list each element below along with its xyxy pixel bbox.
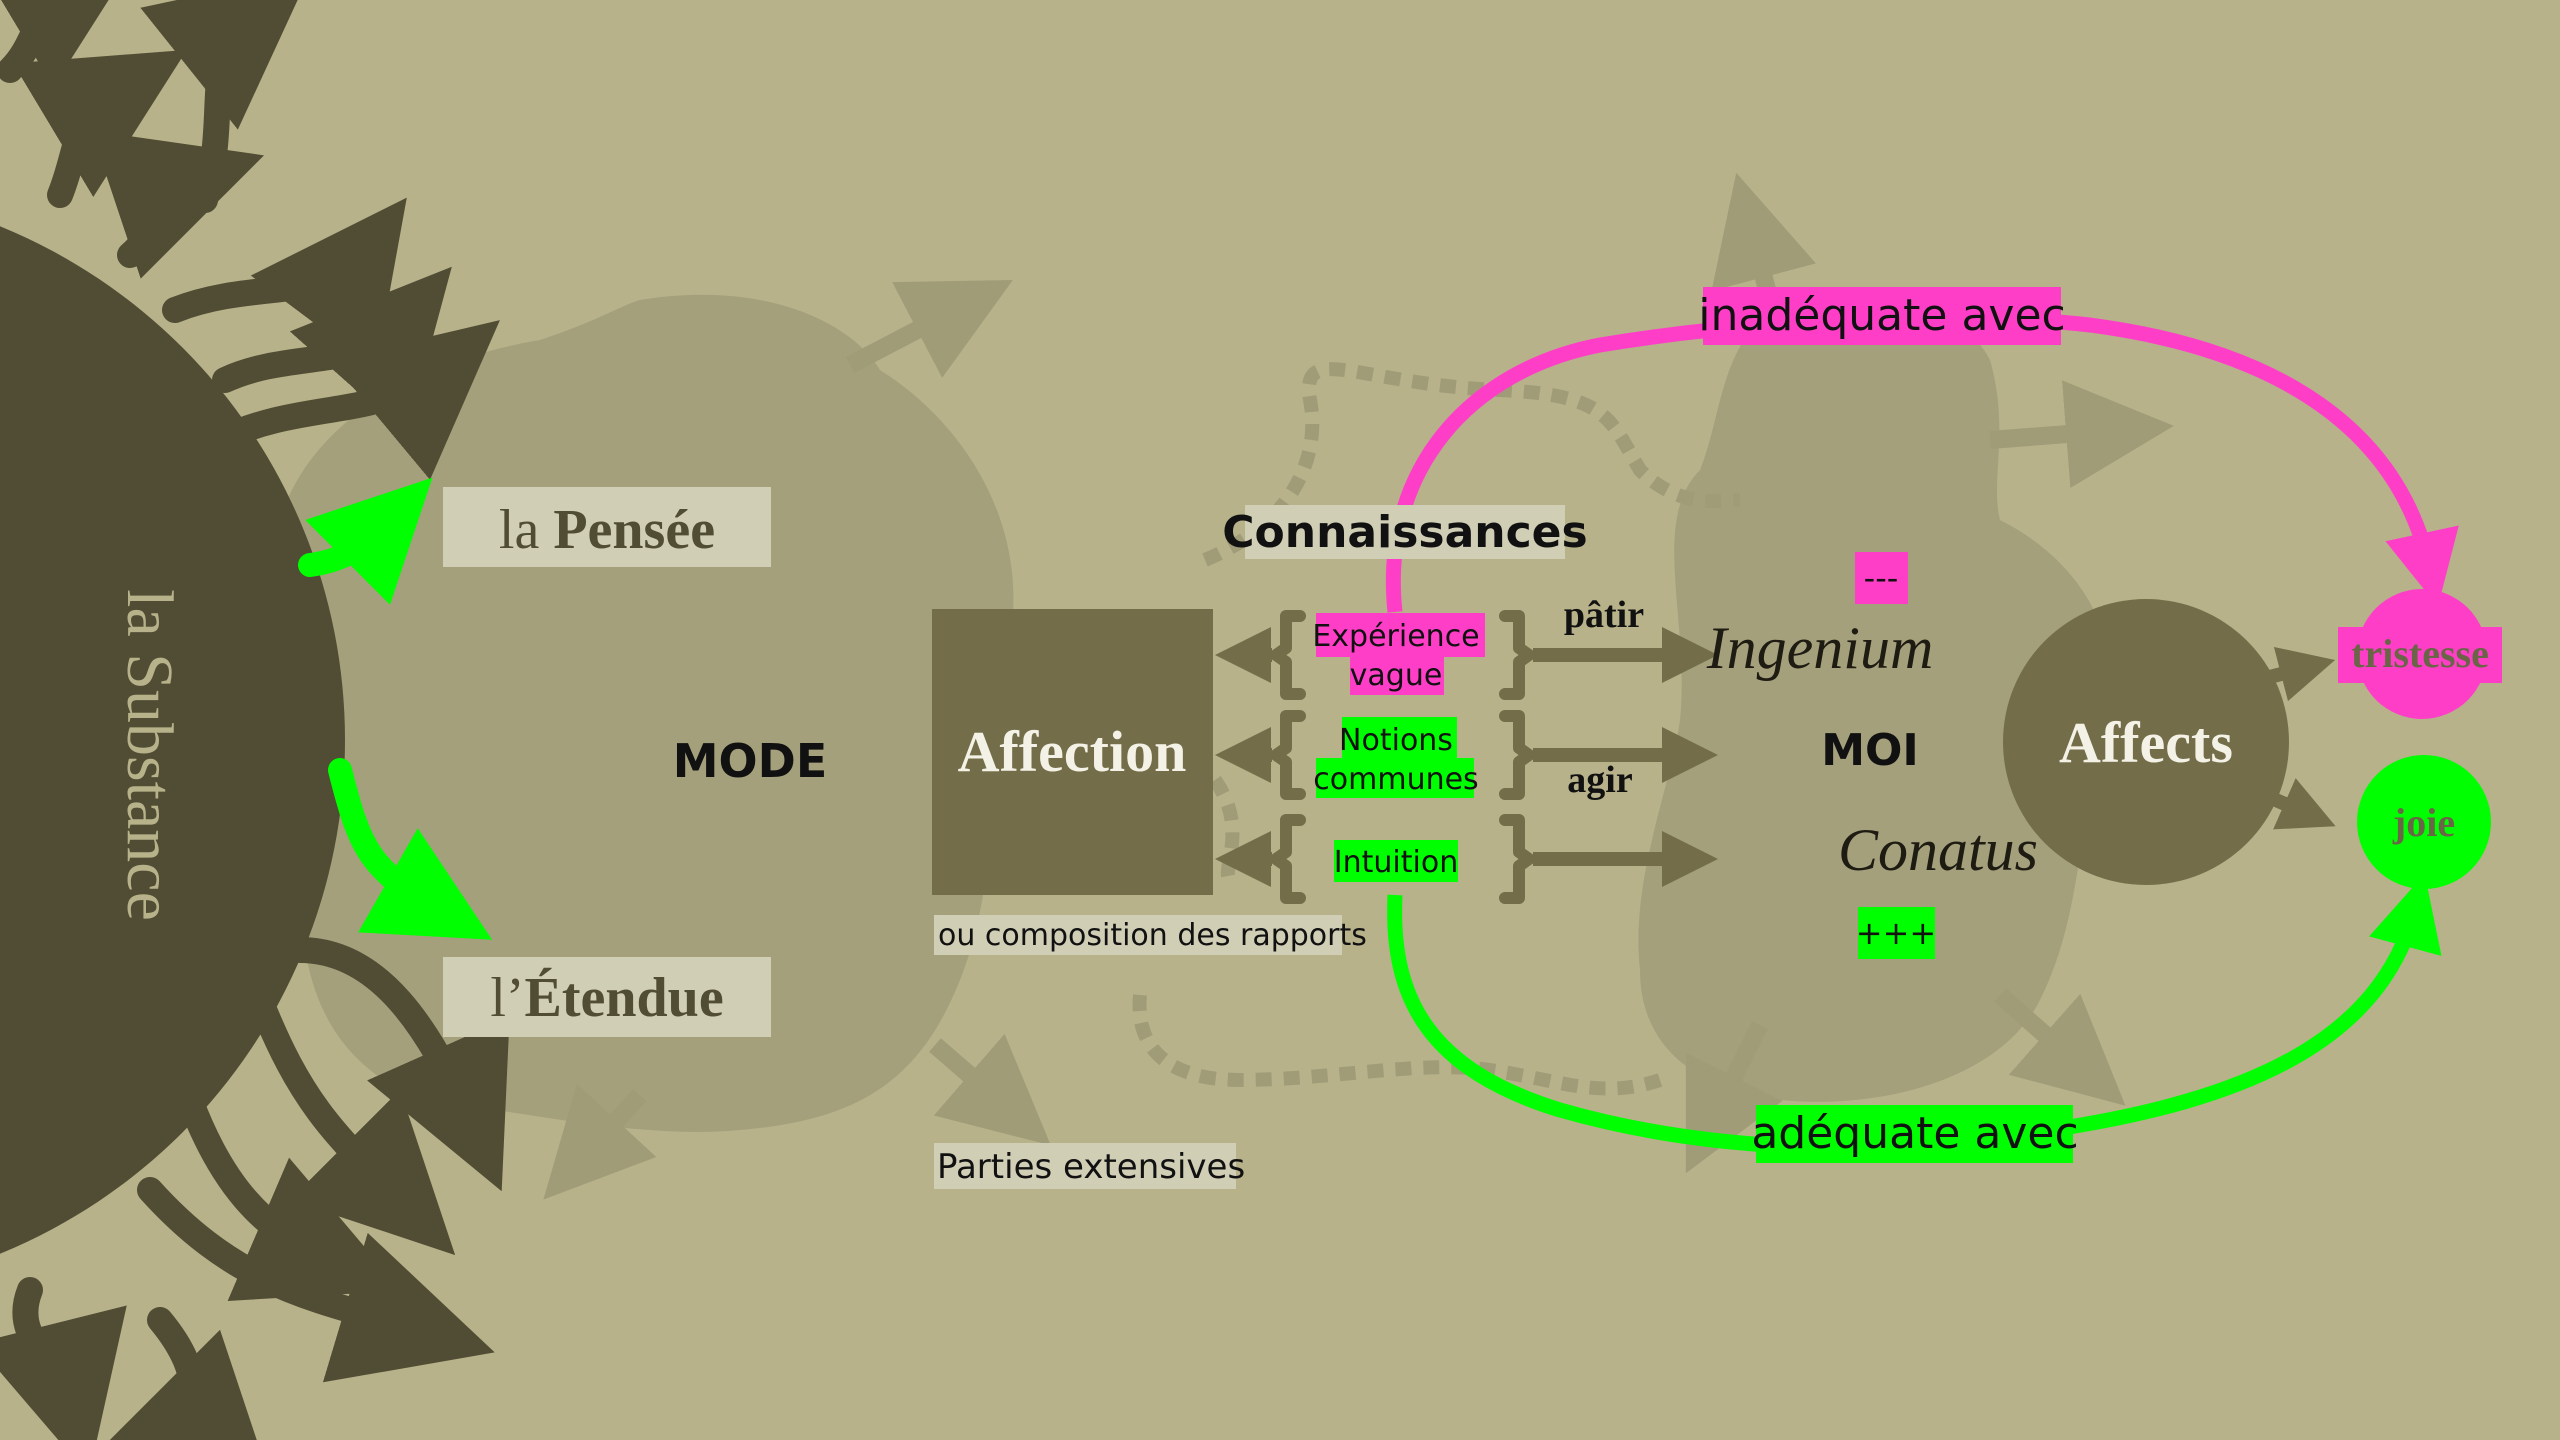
attribute-arrows — [298, 477, 493, 940]
adequate-text: adéquate avec — [1751, 1108, 2078, 1159]
svg-text:l’Étendue: l’Étendue — [490, 967, 723, 1029]
etendue-prefix: l’ — [490, 967, 524, 1029]
moi-blob — [1638, 172, 2174, 1174]
connaissances-title: Connaissances — [1222, 505, 1588, 559]
etendue-main: Étendue — [525, 967, 724, 1029]
affects-label: Affects — [2059, 710, 2233, 775]
bracket-icon — [1270, 610, 1535, 904]
intuition-label: Intuition — [1334, 845, 1458, 880]
pensee-prefix: la — [499, 499, 553, 561]
substance-rays — [0, 0, 510, 1440]
substance-node: la Substance — [0, 226, 345, 1254]
joie-node: joie — [2357, 755, 2491, 889]
affection-caption-text: ou composition des rapports — [938, 918, 1367, 953]
plus-badge: +++ — [1856, 907, 1936, 959]
notions-line2: communes — [1313, 762, 1478, 797]
knowledge-experience: Expérience vague — [1312, 613, 1485, 695]
affection-node: Affection — [932, 609, 1213, 895]
experience-line1: Expérience — [1312, 619, 1479, 654]
knowledge-notions: Notions communes — [1313, 717, 1479, 798]
knowledge-intuition: Intuition — [1334, 840, 1458, 882]
affects-node: Affects — [2003, 599, 2289, 885]
pensee-main: Pensée — [553, 499, 715, 561]
affection-arrows — [1215, 627, 1272, 887]
attribute-etendue: l’Étendue — [443, 957, 771, 1037]
affects-arrows — [2256, 646, 2336, 830]
svg-text:la Pensée: la Pensée — [499, 499, 715, 561]
mode-label: MODE — [673, 734, 828, 788]
substance-label: la Substance — [113, 589, 186, 921]
adequate-label: adéquate avec — [1751, 1105, 2079, 1163]
tristesse-label: tristesse — [2351, 631, 2489, 676]
parties-extensives: Parties extensives — [934, 1143, 1245, 1189]
tristesse-node: tristesse — [2338, 589, 2502, 719]
plus-text: +++ — [1856, 914, 1936, 952]
minus-text: --- — [1864, 559, 1899, 597]
verb-agir: agir — [1567, 759, 1633, 801]
attribute-pensee: la Pensée — [443, 487, 771, 567]
affection-label: Affection — [958, 719, 1187, 784]
verb-patir: pâtir — [1564, 594, 1644, 636]
connaissances-title-text: Connaissances — [1222, 507, 1587, 558]
conatus-label: Conatus — [1838, 817, 2038, 883]
ingenium-label: Ingenium — [1706, 615, 1934, 681]
minus-badge: --- — [1855, 552, 1908, 604]
moi-arrows — [1533, 627, 1718, 887]
moi-label: MOI — [1821, 725, 1919, 776]
parties-label: Parties extensives — [937, 1147, 1245, 1187]
inadequate-text: inadéquate avec — [1698, 290, 2065, 341]
inadequate-label: inadéquate avec — [1698, 287, 2066, 345]
joie-label: joie — [2392, 800, 2455, 845]
notions-line1: Notions — [1339, 723, 1453, 758]
affection-caption: ou composition des rapports — [934, 915, 1367, 955]
experience-line2: vague — [1350, 658, 1443, 693]
